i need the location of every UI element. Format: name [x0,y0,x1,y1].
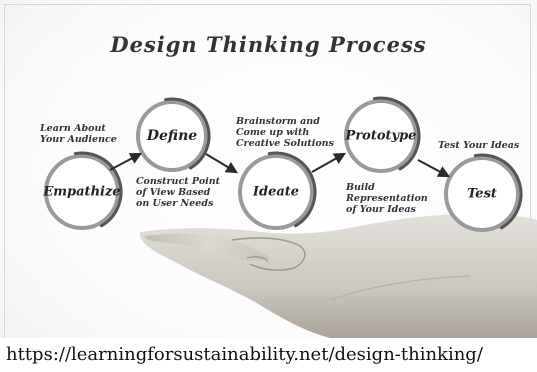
source-url[interactable]: https://learningforsustainability.net/de… [0,338,537,372]
test-note-line: Test Your Ideas [438,140,520,151]
define-note-line: of View Based [136,187,211,198]
define-ring [136,100,208,172]
define-note-line: Construct Point [136,176,221,187]
ideate-note-line: Come up with [236,127,310,138]
empathize-ring [44,154,120,230]
flow-arrow [311,152,347,173]
ideate-label: Ideate [252,184,300,200]
test-ring [444,156,520,232]
empathize-note-line: Learn About [40,123,106,134]
hand-illustration [139,214,537,338]
define-ring-accent [164,97,211,170]
prototype-note-line: of Your Ideas [346,204,416,215]
prototype-note-line: Build [346,182,375,193]
prototype-ring [344,99,418,173]
empathize-ring-accent [73,151,123,228]
flow-arrow [109,152,143,171]
prototype-note-line: Representation [346,193,428,204]
empathize-label: Empathize [43,184,121,200]
ideate-note-line: Creative Solutions [236,138,334,149]
ideate-note-line: Brainstorm and [236,116,320,127]
diagram-title: Design Thinking Process [110,32,427,57]
empathize-note-line: Your Audience [40,134,117,145]
prototype-label: Prototype [345,128,417,144]
stage-rings [44,96,523,232]
test-label: Test [467,186,497,202]
prototype-ring-accent [372,96,421,171]
flow-arrow [205,153,239,174]
test-note: Test Your Ideas [438,140,519,151]
flow-arrow [417,159,451,178]
flow-arrows [109,152,451,178]
ideate-ring [238,154,314,230]
ideate-ring-accent [267,151,317,228]
define-label: Define [146,128,198,144]
define-note-line: on User Needs [136,198,214,209]
test-ring-accent [473,153,523,230]
